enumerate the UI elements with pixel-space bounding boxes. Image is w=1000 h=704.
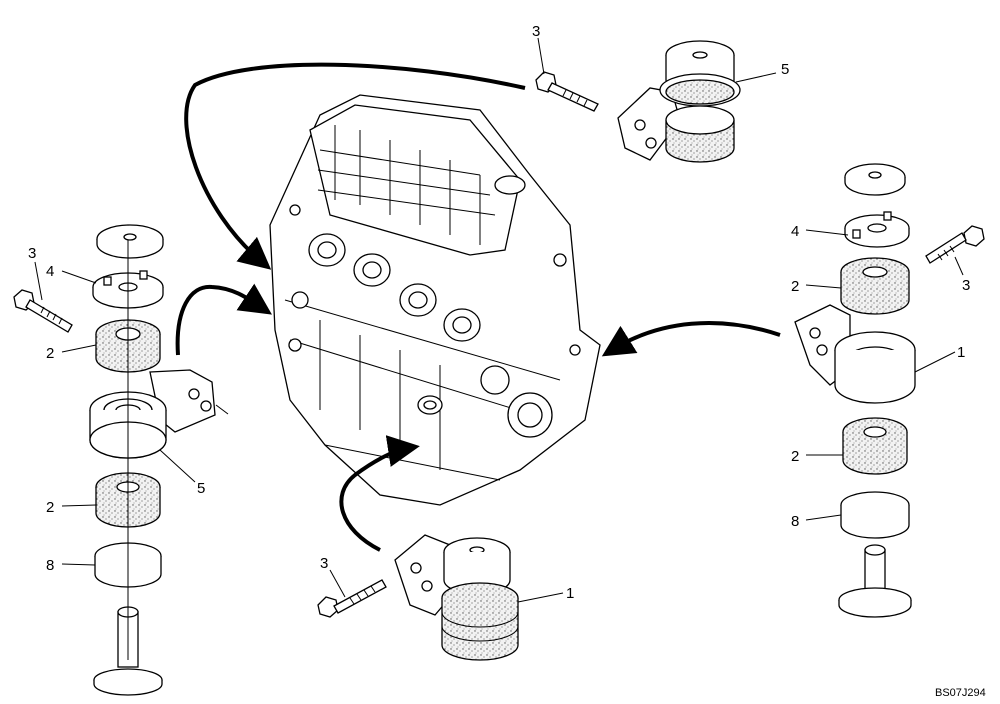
callout-left-plate: 4 [46,263,54,280]
callout-bottom-bolt: 3 [320,555,328,572]
callout-left-bracket: 5 [197,480,205,497]
callout-left-spacer: 8 [46,557,54,574]
callout-top-bracket: 5 [781,61,789,78]
arrow-left-mount [175,283,272,356]
bolt-right [925,225,985,264]
callout-right-plate: 4 [791,223,799,240]
callout-labels: 3 4 2 5 2 8 3 5 4 3 2 1 2 8 3 1 [28,23,970,602]
callout-bottom-bracket: 1 [566,585,574,602]
callout-left-cushion-upper: 2 [46,345,54,362]
bottom-mount-stack [317,534,519,661]
arrow-bottom-mount [339,435,420,552]
callout-right-cushion-upper: 2 [791,278,799,295]
reference-code: BS07J294 [935,687,986,699]
callout-right-bolt: 3 [962,277,970,294]
engine-block [269,94,601,506]
top-mount-stack [535,40,741,163]
arrow-right-mount [601,321,781,357]
callout-top-bolt: 3 [532,23,540,40]
callout-right-bracket: 1 [957,344,965,361]
callout-left-bolt: 3 [28,245,36,262]
callout-right-spacer: 8 [791,513,799,530]
arrow-top-mount [184,62,526,270]
bolt-bottom [317,579,387,618]
leader-lines [34,37,964,603]
callout-right-cushion-lower: 2 [791,448,799,465]
bolt-left [13,289,73,333]
right-mount-stack [794,163,985,618]
callout-left-cushion-lower: 2 [46,499,54,516]
direction-arrows [175,62,781,552]
left-mount-stack [13,224,216,696]
bolt-top [535,71,599,112]
